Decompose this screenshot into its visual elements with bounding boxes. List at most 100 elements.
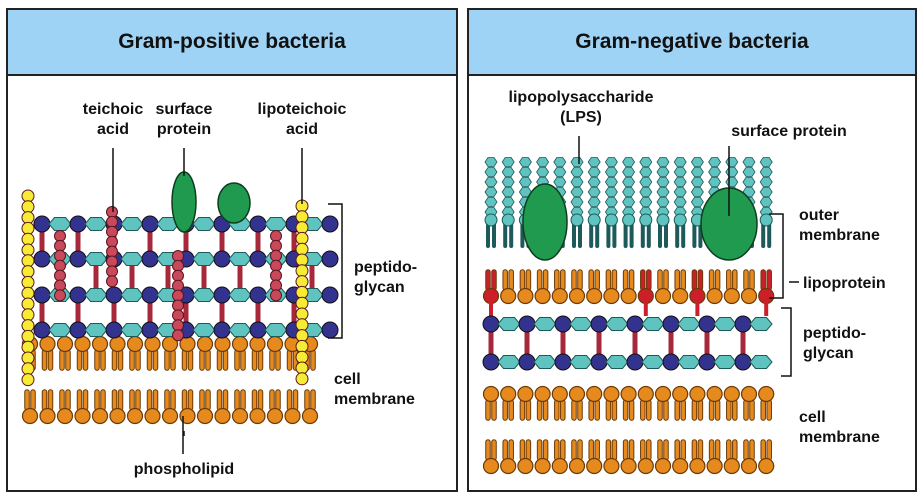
phospholipid-bottom-head <box>534 457 551 475</box>
lipid-a-tail <box>572 220 582 248</box>
phospholipid-bottom-tails-fill <box>60 390 70 410</box>
nag-sugar <box>713 317 737 331</box>
lipoteichoic-acid-bead <box>295 339 309 353</box>
lps-sugar <box>708 167 722 177</box>
lps-sugar <box>639 167 653 177</box>
lipoteichoic-acid-bead <box>295 253 309 267</box>
phospholipid-top-tails-fill <box>537 400 548 420</box>
phospholipid-top-tails-fill <box>252 350 263 370</box>
nam-sugar <box>662 353 680 371</box>
lps-sugar <box>587 187 601 197</box>
phospholipid-head <box>723 287 740 305</box>
lps-sugar <box>639 157 653 167</box>
surface-protein-label-2: protein <box>157 121 211 138</box>
phospholipid-top-tails-fill <box>658 400 668 420</box>
lps-sugar <box>656 177 670 187</box>
phospholipid-bottom-tails-fill <box>520 440 531 460</box>
phospholipid-tails-fill <box>658 270 668 290</box>
nam-sugar <box>482 315 500 333</box>
nam-sugar <box>554 353 572 371</box>
lipoteichoic-acid-bead <box>295 210 309 224</box>
teichoic-acid-bead <box>172 319 184 332</box>
teichoic-acid-bead <box>270 279 282 292</box>
outer-membrane-proteins <box>522 183 758 261</box>
lps-sugar <box>759 187 773 197</box>
phospholipid-top-head <box>144 335 161 353</box>
lipoprotein-tails-fill <box>641 270 651 290</box>
lipoteichoic-acid-bead <box>295 329 309 343</box>
lipid-a-tail <box>640 220 651 248</box>
phospholipid-top-tails-fill <box>182 350 193 370</box>
phospholipid-head <box>620 287 637 305</box>
lps-sugar <box>673 157 687 167</box>
teichoic-acid-bead <box>270 230 282 242</box>
lipoteichoic-acid-bead <box>21 232 35 246</box>
lipoprotein-tails-fill <box>761 270 771 290</box>
lps-sugar <box>604 167 618 177</box>
teichoic-acid-label-2: acid <box>97 121 129 138</box>
nam-sugar <box>554 315 572 333</box>
phospholipid-top-tails-fill <box>761 400 771 420</box>
lipoprotein-head <box>689 287 706 305</box>
outer-membrane-label-1: outer <box>799 207 839 224</box>
nag-sugar <box>641 317 665 331</box>
lipoteichoic-acid-bead <box>295 264 309 278</box>
phospholipid-bottom-head <box>74 407 91 425</box>
lps-sugar <box>622 197 636 207</box>
teichoic-acid-bead <box>172 309 184 322</box>
teichoic-acid-bead <box>54 279 66 292</box>
lipid-a-tail <box>761 220 772 248</box>
peptidoglycan-label-1: peptido- <box>803 325 866 342</box>
phospholipid-top-head <box>249 335 266 353</box>
teichoic-acid-bead <box>106 255 118 268</box>
phospholipid-bottom-tails-fill <box>235 390 245 410</box>
phospholipid-tails-fill <box>727 270 737 290</box>
lipid-a-head <box>759 213 773 227</box>
phospholipid-bottom-head <box>517 457 534 475</box>
phospholipid-bottom-head <box>672 457 689 475</box>
gram-negative-panel: Gram-negative bacteria lipopolysaccharid… <box>467 8 917 492</box>
nam-sugar <box>662 315 680 333</box>
lipoteichoic-acid-bead <box>21 189 35 203</box>
lipoteichoic-acid-label-1: lipoteichoic <box>258 101 347 118</box>
outer-membrane-inner-leaflet <box>482 269 775 316</box>
teichoic-acid-bead <box>172 299 184 312</box>
phospholipid-top-tails-fill <box>270 350 280 370</box>
lps-sugar <box>725 167 739 177</box>
phospholipid-top-head <box>74 335 91 353</box>
peptidoglycan-label-2: glycan <box>803 345 854 362</box>
phospholipid-bottom-head <box>568 457 586 475</box>
nag-sugar <box>677 355 701 369</box>
lps-sugar <box>570 177 584 187</box>
lipoteichoic-acid-bead <box>295 275 309 289</box>
phospholipid-top-tails-fill <box>130 350 140 370</box>
nag-sugar <box>192 288 216 302</box>
phospholipid-top-head <box>56 335 74 353</box>
nag-sugar <box>192 252 216 266</box>
nam-sugar <box>518 315 536 333</box>
phospholipid-tails-fill <box>503 270 513 290</box>
phospholipid-bottom-tails-fill <box>182 390 193 410</box>
nam-sugar <box>69 321 87 339</box>
lps-sugar <box>587 197 601 207</box>
lps-sugar <box>553 177 567 187</box>
phospholipid-head <box>517 287 534 305</box>
nag-sugar <box>84 288 108 302</box>
nam-sugar <box>33 215 51 233</box>
phospholipid-bottom-head <box>301 407 319 425</box>
phospholipid-bottom-tails-fill <box>675 440 685 460</box>
lps-sugar <box>587 157 601 167</box>
nam-sugar <box>518 353 536 371</box>
pointer-lines <box>578 136 799 377</box>
phospholipid-head <box>568 287 586 305</box>
phospholipid-bottom-head <box>689 457 706 475</box>
nam-sugar <box>590 353 608 371</box>
lps-sugar <box>536 167 550 177</box>
phospholipid-top-head <box>654 385 672 403</box>
phospholipid-bottom-tails-fill <box>537 440 548 460</box>
nam-sugar <box>321 250 339 268</box>
phospholipid-bottom-tails-fill <box>305 390 315 410</box>
phospholipid-bottom-head <box>284 407 301 425</box>
nag-sugar <box>120 217 144 231</box>
lipid-a-head <box>604 213 618 227</box>
